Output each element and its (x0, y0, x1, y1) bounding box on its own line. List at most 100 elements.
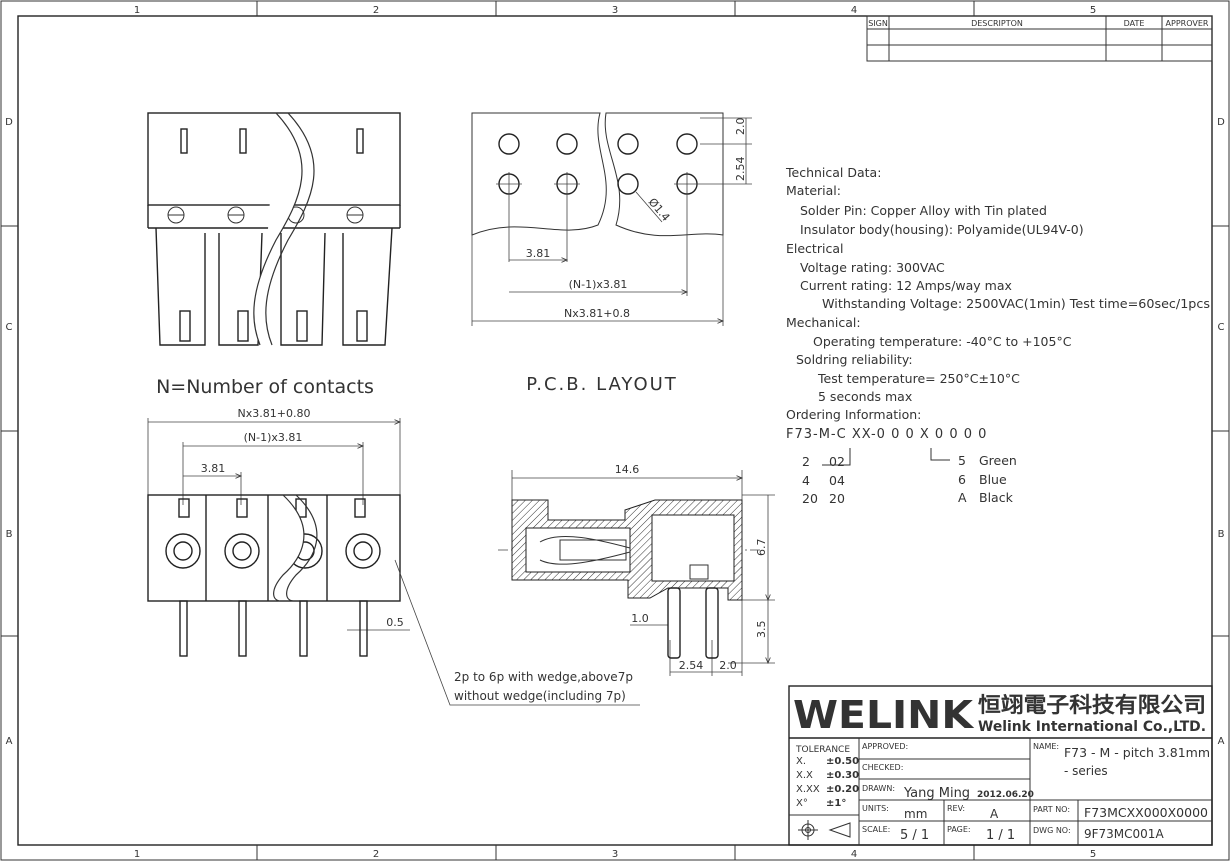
order-right-0-a: 5 (958, 453, 966, 468)
order-left-0-a: 2 (802, 454, 810, 469)
front-bottom-view: Nx3.81+0.80 (N-1)x3.81 3.81 0.5 2p to 6p… (147, 407, 640, 706)
tech-line-8: Mechanical: (786, 315, 861, 330)
row-label-a: A (6, 736, 13, 747)
tech-line-13: Ordering Information: (786, 407, 921, 422)
side-dim-pin-edge: 2.0 (719, 659, 737, 672)
approved-label: APPROVED: (862, 742, 908, 751)
order-left-0-b: 02 (829, 454, 845, 469)
tech-line-3: Insulator body(housing): Polyamide(UL94V… (800, 222, 1084, 237)
pcb-dim-d1: 2.0 (734, 118, 747, 136)
dwg-no-value: 9F73MC001A (1084, 827, 1164, 841)
side-dim-pin-len: 3.5 (755, 621, 768, 639)
bottom-dim-total: Nx3.81+0.80 (238, 407, 311, 420)
col-label-4: 4 (851, 5, 857, 16)
row-label-d: D (5, 117, 13, 128)
row-label-a-r: A (1218, 736, 1225, 747)
row-label-b: B (6, 529, 13, 540)
dwg-no-label: DWG NO: (1033, 826, 1071, 835)
rev-label: REV: (947, 804, 965, 813)
rev-header-date: DATE (1124, 19, 1145, 28)
tol-2-val: ±0.20 (826, 784, 859, 795)
col-label-5: 5 (1090, 5, 1096, 16)
col-label-1: 1 (134, 5, 140, 16)
side-dim-pin-pitch: 2.54 (679, 659, 704, 672)
pcb-dim-total: Nx3.81+0.8 (564, 307, 630, 320)
col-label-2b: 2 (373, 849, 379, 860)
tech-line-9: Operating temperature: -40°C to +105°C (813, 334, 1072, 349)
checked-label: CHECKED: (862, 763, 903, 772)
rev-value: A (990, 807, 999, 821)
tech-line-10: Soldring reliability: (796, 352, 913, 367)
bottom-dim-span: (N-1)x3.81 (244, 431, 303, 444)
pcb-dim-pitch: 3.81 (526, 247, 551, 260)
tol-0-val: ±0.50 (826, 756, 859, 767)
tol-1-key: X.X (796, 770, 813, 781)
order-right-2-a: A (958, 490, 967, 505)
tol-1-val: ±0.30 (826, 770, 859, 781)
tol-3-key: X° (796, 798, 808, 809)
tol-0-key: X. (796, 756, 806, 767)
front-caption: N=Number of contacts (156, 376, 374, 398)
side-section-view: 14.6 6.7 3.5 1.0 2.54 2.0 (498, 463, 775, 676)
rev-header-description: DESCRIPTON (971, 19, 1023, 28)
part-name-line2: - series (1064, 764, 1108, 778)
order-left-2-a: 20 (802, 491, 818, 506)
col-label-3: 3 (612, 5, 618, 16)
col-label-3b: 3 (612, 849, 618, 860)
pcb-dim-d2: 2.54 (734, 157, 747, 182)
pcb-caption: P.C.B. LAYOUT (526, 374, 678, 395)
tech-line-5: Voltage rating: 300VAC (800, 260, 945, 275)
page-label: PAGE: (947, 825, 971, 834)
rev-header-approver: APPROVER (1166, 19, 1209, 28)
tol-3-val: ±1° (826, 798, 846, 809)
row-label-c: C (6, 322, 13, 333)
company-name-en: Welink International Co.,LTD. (978, 719, 1206, 735)
order-right-2-b: Black (979, 490, 1014, 505)
company-name-cn: 恒翊電子科技有限公司 (978, 693, 1206, 717)
part-no-label: PART NO: (1033, 805, 1070, 814)
part-no-value: F73MCXX000X0000 (1084, 806, 1208, 820)
rev-header-sign: SIGN (868, 19, 888, 28)
drawn-date: 2012.06.20 (977, 790, 1034, 800)
row-label-c-r: C (1218, 322, 1225, 333)
order-left-1-b: 04 (829, 473, 845, 488)
order-code: F73-M-C XX-0 0 0 X 0 0 0 0 (786, 427, 987, 442)
scale-label: SCALE: (862, 825, 890, 834)
col-label-5b: 5 (1090, 849, 1096, 860)
bottom-dim-pitch: 3.81 (201, 462, 226, 475)
part-name-line1: F73 - M - pitch 3.81mm (1064, 746, 1210, 760)
side-dim-height: 6.7 (755, 539, 768, 557)
drawn-by: Yang Ming (903, 786, 970, 801)
col-label-2: 2 (373, 5, 379, 16)
tolerance-label: TOLERANCE (795, 745, 850, 755)
units-label: UNITS: (862, 804, 889, 813)
pcb-layout-view: 2.0 2.54 Ø1.4 3.81 (N-1)x3.81 Nx3.81+0.8… (471, 112, 752, 395)
tech-line-2: Solder Pin: Copper Alloy with Tin plated (800, 203, 1047, 218)
col-label-4b: 4 (851, 849, 857, 860)
drawn-label: DRAWN: (862, 784, 895, 793)
wedge-note-line2: without wedge(including 7p) (454, 689, 626, 703)
page-value: 1 / 1 (986, 828, 1015, 843)
scale-value: 5 / 1 (900, 828, 929, 843)
row-label-d-r: D (1217, 117, 1225, 128)
bottom-dim-pin: 0.5 (386, 616, 404, 629)
pcb-dim-hole: Ø1.4 (646, 196, 673, 224)
tech-line-7: Withstanding Voltage: 2500VAC(1min) Test… (822, 296, 1210, 311)
tol-2-key: X.XX (796, 784, 820, 795)
units-value: mm (904, 807, 927, 821)
tech-line-11: Test temperature= 250°C±10°C (817, 371, 1020, 386)
tech-line-0: Technical Data: (785, 165, 881, 180)
name-label: NAME: (1033, 742, 1059, 751)
revision-table: SIGN DESCRIPTON DATE APPROVER (866, 15, 1213, 62)
side-dim-length: 14.6 (615, 463, 640, 476)
order-left-1-a: 4 (802, 473, 810, 488)
order-right-1-a: 6 (958, 472, 966, 487)
tech-line-6: Current rating: 12 Amps/way max (800, 278, 1012, 293)
front-top-view: N=Number of contacts (147, 112, 401, 398)
wedge-note-line1: 2p to 6p with wedge,above7p (454, 670, 633, 684)
technical-data: Technical Data: Material: Solder Pin: Co… (785, 165, 1210, 506)
row-label-b-r: B (1218, 529, 1225, 540)
